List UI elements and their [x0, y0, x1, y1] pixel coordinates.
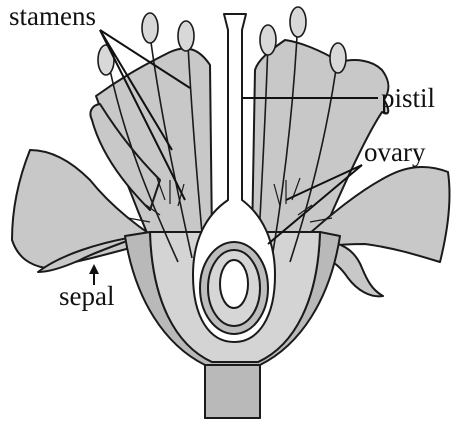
pistil-label: pistil: [381, 85, 435, 112]
anther-3: [178, 21, 194, 51]
ovary-label: ovary: [364, 139, 425, 166]
stem: [205, 365, 260, 418]
anther-2: [142, 13, 158, 43]
anther-6: [330, 43, 346, 73]
sepal-label: sepal: [59, 283, 114, 310]
anther-4: [260, 25, 276, 55]
sepal-arrowhead: [89, 264, 99, 274]
anther-5: [290, 7, 306, 37]
stamens-label: stamens: [9, 3, 96, 30]
ovule: [220, 260, 248, 308]
